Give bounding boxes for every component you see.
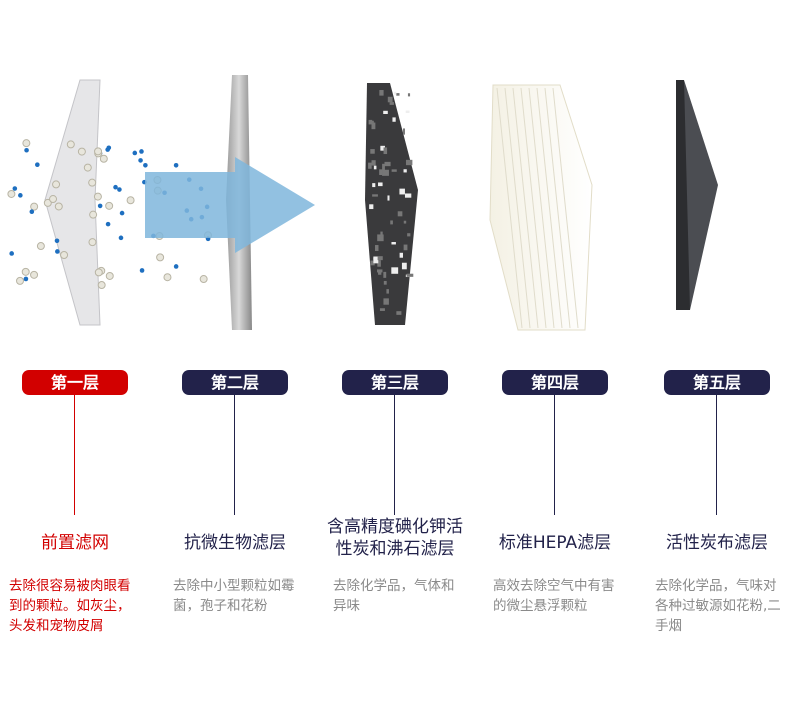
layer-badge: 第四层 [502,370,608,395]
layer-badge: 第一层 [22,370,128,395]
filter-illustrations [7,75,718,331]
layer-title: 抗微生物滤层 [184,533,286,553]
hepa-filter-image [489,84,593,331]
pre-filter-mesh-image [44,79,101,326]
connector-line [234,395,235,515]
layer-badge: 第二层 [182,370,288,395]
layer-description: 去除很容易被肉眼看到的颗粒。如灰尘，头发和宠物皮屑 [9,578,131,634]
connector-line [394,395,395,515]
carbon-cloth-filter-image [676,80,718,310]
layer-title: 活性炭布滤层 [666,533,768,553]
connector-line [74,395,75,515]
connector-line [716,395,717,515]
layer-badge: 第三层 [342,370,448,395]
layer-title: 前置滤网 [41,533,109,553]
layer-description: 高效去除空气中有害的微尘悬浮颗粒 [493,578,615,614]
layer-description: 去除化学品，气味对各种过敏源如花粉,二手烟 [655,578,781,634]
layer-badge: 第五层 [664,370,770,395]
layer-description: 去除中小型颗粒如霉菌，孢子和花粉 [173,578,295,614]
connector-line [554,395,555,515]
layer-description: 去除化学品，气体和异味 [333,578,455,614]
airflow-arrow-icon [145,157,315,253]
layer-title: 标准HEPA滤层 [498,533,612,553]
layer-title: 含高精度碘化钾活性炭和沸石滤层 [327,517,463,559]
activated-carbon-filter-image [365,83,418,325]
